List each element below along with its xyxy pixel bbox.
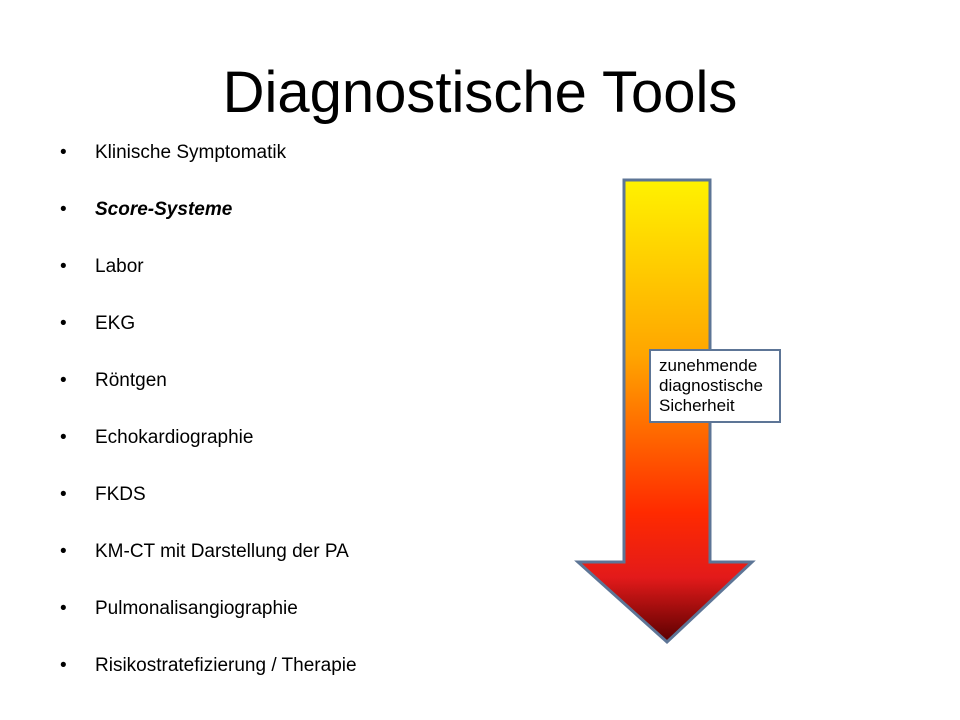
certainty-label-line: diagnostische [659, 376, 763, 395]
bullet-text: Echokardiographie [95, 427, 254, 448]
bullet-dot: • [60, 142, 67, 163]
bullet-list: • Klinische Symptomatik • Score-Systeme … [60, 135, 357, 705]
bullet-text: Risikostratefizierung / Therapie [95, 655, 357, 676]
certainty-label-line: Sicherheit [659, 396, 735, 415]
bullet-item-risikostratefizierung: • Risikostratefizierung / Therapie [60, 648, 357, 705]
certainty-label-box: zunehmende diagnostische Sicherheit [649, 349, 781, 423]
bullet-text: Röntgen [95, 370, 167, 391]
bullet-item-klinische-symptomatik: • Klinische Symptomatik [60, 135, 357, 192]
bullet-text: Pulmonalisangiographie [95, 598, 298, 619]
bullet-text: Labor [95, 256, 144, 277]
bullet-dot: • [60, 598, 67, 619]
certainty-label-line: zunehmende [659, 356, 758, 375]
bullet-dot: • [60, 370, 67, 391]
bullet-item-score-systeme: • Score-Systeme [60, 192, 357, 249]
bullet-item-labor: • Labor [60, 249, 357, 306]
bullet-item-roentgen: • Röntgen [60, 363, 357, 420]
bullet-dot: • [60, 313, 67, 334]
bullet-item-fkds: • FKDS [60, 477, 357, 534]
bullet-item-km-ct: • KM-CT mit Darstellung der PA [60, 534, 357, 591]
bullet-text: FKDS [95, 484, 146, 505]
bullet-text: KM-CT mit Darstellung der PA [95, 541, 349, 562]
bullet-dot: • [60, 427, 67, 448]
bullet-dot: • [60, 655, 67, 676]
bullet-item-ekg: • EKG [60, 306, 357, 363]
slide-title: Diagnostische Tools [222, 60, 738, 125]
bullet-text: Score-Systeme [95, 199, 233, 220]
bullet-dot: • [60, 199, 67, 220]
bullet-text: Klinische Symptomatik [95, 142, 287, 163]
bullet-dot: • [60, 541, 67, 562]
bullet-item-pulmonalisangiographie: • Pulmonalisangiographie [60, 591, 357, 648]
bullet-text: EKG [95, 313, 136, 334]
bullet-item-echokardiographie: • Echokardiographie [60, 420, 357, 477]
bullet-dot: • [60, 484, 67, 505]
bullet-dot: • [60, 256, 67, 277]
